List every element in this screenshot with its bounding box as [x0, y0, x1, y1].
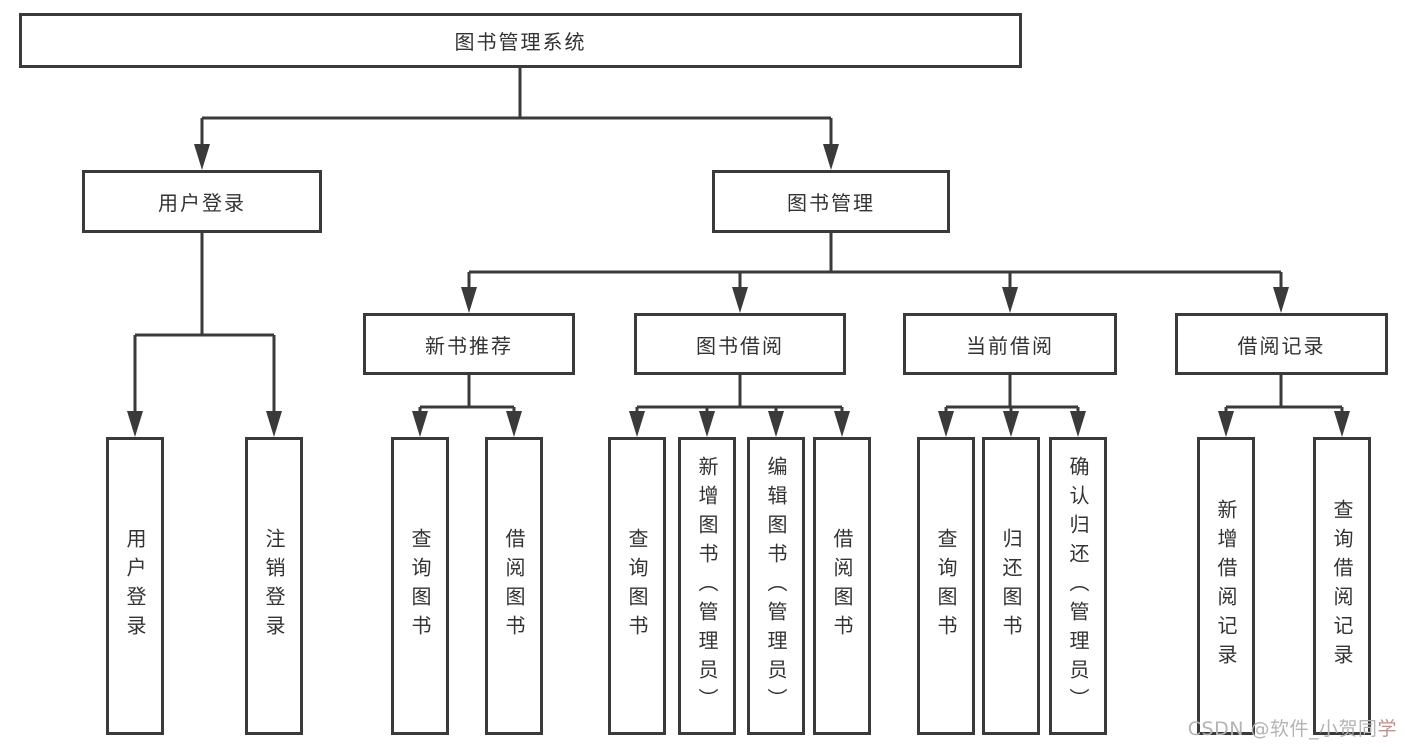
leaf-label: 归还图书: [999, 528, 1023, 644]
node-current-borrowing: 当前借阅: [903, 313, 1117, 375]
leaf-query-books: 查询图书: [391, 437, 449, 735]
leaf-label: 新增借阅记录: [1214, 499, 1238, 673]
leaf-borrow-books: 借阅图书: [813, 437, 871, 735]
leaf-query-borrow-record: 查询借阅记录: [1313, 437, 1371, 735]
watermark-text: CSDN @软件_小贺同: [1187, 718, 1378, 740]
arrow-down-icon: [266, 411, 282, 437]
leaf-user-login: 用户登录: [106, 437, 164, 735]
node-label: 图书借阅: [696, 333, 784, 358]
watermark-accent-text: 学: [1377, 718, 1397, 740]
connector-lines: [133, 68, 1344, 411]
arrow-down-icon: [629, 411, 645, 437]
arrow-down-icon: [1070, 411, 1086, 437]
leaf-label: 用户登录: [123, 528, 147, 644]
node-label: 新书推荐: [425, 333, 513, 358]
arrow-down-icon: [194, 144, 210, 170]
node-label: 借阅记录: [1237, 333, 1326, 358]
node-user-login: 用户登录: [82, 170, 322, 233]
node-book-management: 图书管理: [712, 170, 950, 233]
leaf-add-books-admin: 新增图书（管理员）: [678, 437, 736, 735]
leaf-label: 借阅图书: [502, 528, 526, 644]
arrow-down-icon: [732, 287, 748, 313]
arrow-down-icon: [823, 144, 839, 170]
arrow-down-icon: [1273, 287, 1289, 313]
arrow-down-icon: [938, 411, 954, 437]
leaf-label: 确认归还（管理员）: [1066, 455, 1090, 717]
watermark: CSDN @软件_小贺同学: [1188, 714, 1397, 741]
node-label: 当前借阅: [966, 333, 1054, 358]
node-new-book-recommendation: 新书推荐: [363, 313, 575, 375]
arrow-down-icon: [1002, 287, 1018, 313]
arrow-down-icon: [127, 411, 143, 437]
arrow-down-icon: [834, 411, 850, 437]
arrow-down-icon: [506, 411, 522, 437]
arrow-down-icon: [1003, 411, 1019, 437]
leaf-label: 注销登录: [262, 528, 286, 644]
arrow-down-icon: [1334, 411, 1350, 437]
leaf-label: 查询借阅记录: [1330, 499, 1354, 673]
arrow-down-icon: [461, 287, 477, 313]
node-label: 用户登录: [158, 191, 246, 215]
arrow-down-icon: [412, 411, 428, 437]
leaf-borrow-books: 借阅图书: [485, 437, 543, 735]
leaf-label: 查询图书: [934, 528, 958, 644]
arrow-down-icon: [1218, 411, 1234, 437]
node-book-borrowing: 图书借阅: [634, 313, 846, 375]
leaf-edit-books-admin: 编辑图书（管理员）: [747, 437, 805, 735]
leaf-confirm-return-admin: 确认归还（管理员）: [1049, 437, 1107, 735]
leaf-label: 借阅图书: [830, 528, 854, 644]
arrow-down-icon: [699, 411, 715, 437]
leaf-logout: 注销登录: [245, 437, 303, 735]
leaf-label: 编辑图书（管理员）: [764, 455, 788, 717]
node-label: 图书管理: [787, 191, 875, 215]
node-library-management-system: 图书管理系统: [19, 13, 1022, 68]
arrow-down-icon: [768, 411, 784, 437]
arrowheads: [127, 144, 1350, 437]
node-label: 图书管理系统: [454, 30, 587, 54]
leaf-query-books: 查询图书: [917, 437, 975, 735]
leaf-label: 查询图书: [625, 528, 649, 644]
leaf-add-borrow-record: 新增借阅记录: [1197, 437, 1255, 735]
leaf-return-books: 归还图书: [982, 437, 1040, 735]
leaf-label: 新增图书（管理员）: [695, 455, 719, 717]
leaf-label: 查询图书: [408, 528, 432, 644]
node-borrowing-records: 借阅记录: [1175, 313, 1388, 375]
leaf-query-books: 查询图书: [608, 437, 666, 735]
